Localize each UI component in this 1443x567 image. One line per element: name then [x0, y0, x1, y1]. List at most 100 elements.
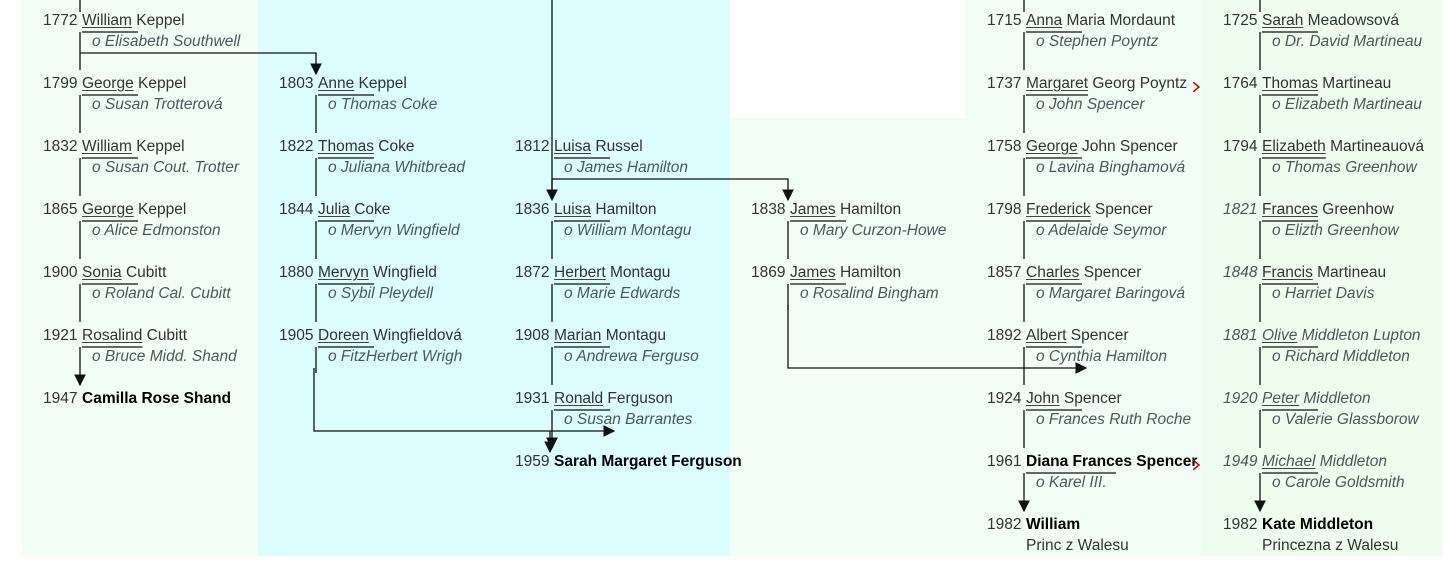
person-name: Diana Frances Spencer — [1026, 453, 1197, 471]
person-first-name: Camilla Rose Shand — [82, 390, 232, 407]
person-surname: Greenhow — [1318, 201, 1394, 218]
person-first-name: Albert — [1026, 327, 1067, 344]
person-name: Margaret Georg Poyntz — [1026, 75, 1187, 93]
spouse-name: o Elizth Greenhow — [1272, 222, 1399, 239]
person-name: William Keppel — [82, 12, 185, 30]
person-name: Thomas Coke — [318, 138, 415, 156]
person-first-name: Herbert — [554, 264, 606, 281]
person-first-name: George — [1026, 138, 1078, 155]
person-year: 1908 — [515, 327, 550, 344]
person-surname: Spencer — [1090, 201, 1153, 218]
person-surname: Hamilton — [591, 201, 657, 218]
person-surname: Spencer — [1066, 327, 1129, 344]
person-name: Mervyn Wingfield — [318, 264, 437, 282]
person-surname: Keppel — [133, 201, 187, 218]
person-first-name: William — [1026, 516, 1081, 533]
person-name: Luisa Hamilton — [554, 201, 657, 219]
person-surname: Keppel — [131, 138, 185, 155]
spouse-name: o Dr. David Martineau — [1272, 33, 1423, 50]
person-name: Peter Middleton — [1262, 390, 1371, 408]
spouse-name: o Susan Trotterová — [92, 96, 223, 113]
spouse-name: o Thomas Greenhow — [1272, 159, 1417, 176]
person-year: 1857 — [987, 264, 1022, 281]
person-name: William — [1026, 516, 1080, 534]
person-year: 1848 — [1223, 264, 1258, 281]
person-name: Sonia Cubitt — [82, 264, 166, 282]
spouse-name: o Richard Middleton — [1272, 348, 1410, 365]
person-surname: Middleton — [1315, 453, 1387, 470]
person-name: George Keppel — [82, 201, 186, 219]
person-name: Anne Keppel — [318, 75, 407, 93]
person-name: Frances Greenhow — [1262, 201, 1394, 219]
spouse-name: o William Montagu — [564, 222, 692, 239]
person-first-name: Sonia — [82, 264, 122, 281]
person-name: Ronald Ferguson — [554, 390, 673, 408]
person-year: 1715 — [987, 12, 1022, 29]
spouse-name: o Lavina Binghamová — [1036, 159, 1186, 176]
person-year: 1836 — [515, 201, 550, 218]
person-first-name: William — [82, 138, 132, 155]
spouse-name: o James Hamilton — [564, 159, 689, 176]
person-year: 1921 — [43, 327, 78, 344]
person-name: James Hamilton — [790, 264, 901, 282]
person-name: Luisa Russel — [554, 138, 643, 156]
person-name: Sarah Meadowsová — [1262, 12, 1399, 30]
spouse-name: o Thomas Coke — [328, 96, 438, 113]
person-year: 1982 — [987, 516, 1022, 533]
spouse-name: o Susan Cout. Trotter — [92, 159, 240, 176]
person-surname: Hamilton — [835, 201, 902, 218]
person-name: Michael Middleton — [1262, 453, 1387, 471]
spouse-name: o Valerie Glassborow — [1272, 411, 1419, 428]
person-first-name: Olive — [1262, 327, 1298, 344]
person-name: Olive Middleton Lupton — [1262, 327, 1421, 345]
person-first-name: Sarah — [1262, 12, 1304, 29]
person-first-name: Doreen — [318, 327, 369, 344]
person-first-name: Mervyn — [318, 264, 369, 281]
person-year: 1924 — [987, 390, 1022, 407]
person-name: Doreen Wingfieldová — [318, 327, 462, 345]
person-year: 1920 — [1223, 390, 1258, 407]
person-name: John Spencer — [1026, 390, 1122, 408]
spouse-name: o Juliana Whitbread — [328, 159, 465, 176]
person-name: Albert Spencer — [1026, 327, 1129, 345]
person-name: Kate Middleton — [1262, 516, 1373, 534]
spouse-name: o Harriet Davis — [1272, 285, 1375, 302]
person-year: 1959 — [515, 453, 550, 470]
person-title: Princ z Walesu — [1026, 537, 1129, 554]
person-first-name: Anne — [318, 75, 355, 92]
person-name: George Keppel — [82, 75, 186, 93]
spouse-name: o John Spencer — [1036, 96, 1145, 113]
person-title: Princezna z Walesu — [1262, 537, 1399, 554]
person-first-name: James — [790, 264, 836, 281]
spouse-name: o Karel III. — [1036, 474, 1107, 491]
person-surname: Russel — [591, 138, 643, 155]
person-year: 1931 — [515, 390, 550, 407]
branch-arrow — [80, 52, 322, 76]
person-surname: Montagu — [605, 264, 671, 281]
person-name: James Hamilton — [790, 201, 901, 219]
person-first-name: Luisa — [554, 201, 592, 218]
person-year: 1725 — [1223, 12, 1258, 29]
person-surname: Meadowsová — [1303, 12, 1400, 29]
spouse-name: o Frances Ruth Roche — [1036, 411, 1192, 428]
spouse-name: o Alice Edmonston — [92, 222, 221, 239]
person-year: 1872 — [515, 264, 550, 281]
person-name: Charles Spencer — [1026, 264, 1141, 282]
person-first-name: Luisa — [554, 138, 592, 155]
spouse-name: o Elisabeth Southwell — [92, 33, 241, 50]
person-year: 1838 — [751, 201, 786, 218]
person-name: Marian Montagu — [554, 327, 666, 345]
branch-arrow — [313, 368, 616, 437]
spouse-name: o Carole Goldsmith — [1272, 474, 1405, 491]
person-surname: Martineau — [1312, 264, 1387, 281]
person-first-name: Kate Middleton — [1262, 516, 1374, 533]
person-surname: Martineauová — [1325, 138, 1424, 155]
person-name: Rosalind Cubitt — [82, 327, 187, 345]
person-first-name: Anna — [1026, 12, 1063, 29]
person-name: Elizabeth Martineauová — [1262, 138, 1424, 156]
person-first-name: Thomas — [1262, 75, 1318, 92]
person-year: 1961 — [987, 453, 1022, 470]
person-year: 1799 — [43, 75, 78, 92]
person-name: Camilla Rose Shand — [82, 390, 231, 408]
